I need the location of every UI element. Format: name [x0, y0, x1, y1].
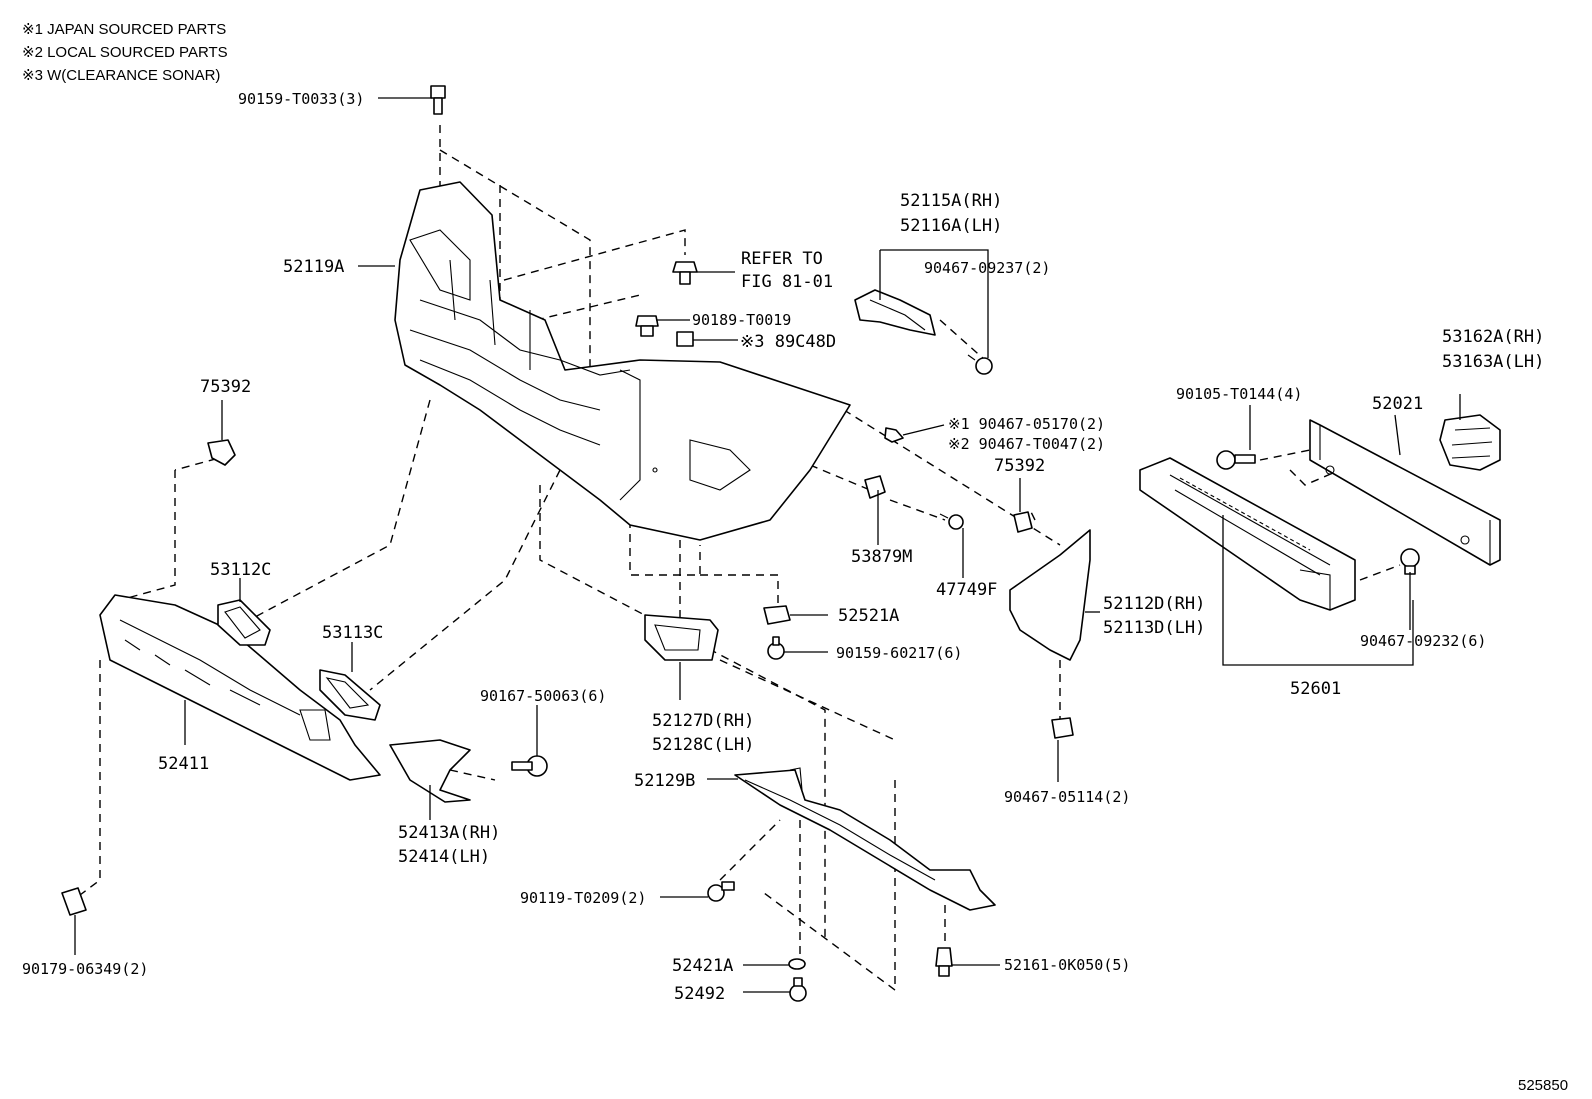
label-52115A: 52115A(RH): [900, 191, 1002, 211]
lower-absorber-52411: [99, 594, 381, 781]
part-labels: 90159-T0033(3) 52119A REFER TO FIG 81-01…: [22, 90, 1568, 1094]
screw-90467-09237: [967, 354, 993, 375]
label-52127D: 52127D(RH): [652, 711, 754, 731]
label-90159-T0033: 90159-T0033(3): [238, 90, 364, 108]
clip-52161-0K050: [935, 947, 953, 977]
washer-52421A: [788, 958, 806, 970]
nut-52521A: [763, 605, 791, 625]
label-90467-09232: 90467-09232(6): [1360, 632, 1486, 650]
clip-refer-fig: [672, 261, 698, 285]
label-47749F: 47749F: [936, 580, 997, 600]
label-90119-T0209: 90119-T0209(2): [520, 889, 646, 907]
assembly-dashed-lines: [79, 125, 1401, 992]
label-52119A: 52119A: [283, 257, 344, 277]
label-52411: 52411: [158, 754, 209, 774]
cover-52413A: [389, 739, 471, 803]
screw-47749F: [939, 513, 964, 530]
bracket-52115A: [854, 289, 936, 336]
label-refer-to: REFER TO: [741, 249, 823, 269]
bolt-90159-60217: [767, 636, 785, 660]
clip-53879M: [864, 475, 886, 499]
bracket-53162A: [1439, 414, 1501, 471]
clip-90189-T0019: [635, 315, 659, 337]
label-90467-09237: 90467-09237(2): [924, 259, 1050, 277]
clip-75392-right: [1013, 511, 1033, 533]
side-retainer-52112D: [1009, 529, 1091, 661]
label-53113C: 53113C: [322, 623, 383, 643]
sensor-89C48D: [676, 331, 694, 347]
label-90159-60217: 90159-60217(6): [836, 644, 962, 662]
bolt-90467-09232: [1400, 548, 1420, 575]
label-52161-0K050: 52161-0K050(5): [1004, 956, 1130, 974]
label-52414: 52414(LH): [398, 847, 490, 867]
under-cover-52129B: [734, 767, 996, 911]
label-89C48D: ※3 89C48D: [740, 332, 836, 352]
extension-52127D: [644, 614, 719, 661]
reinforcement-52021: [1309, 419, 1501, 566]
note-local-sourced: ※2 LOCAL SOURCED PARTS: [22, 44, 228, 61]
label-52113D: 52113D(LH): [1103, 618, 1205, 638]
clip-90467-05114: [1051, 717, 1074, 739]
label-52112D: 52112D(RH): [1103, 594, 1205, 614]
bolt-90159-T0033: [430, 85, 446, 115]
figure-number: 525850: [1518, 1077, 1568, 1094]
label-52116A: 52116A(LH): [900, 216, 1002, 236]
label-fig-81-01: FIG 81-01: [741, 272, 833, 292]
clip-75392-left: [207, 439, 236, 466]
label-90179-06349: 90179-06349(2): [22, 960, 148, 978]
reinforcement-52601: [1139, 457, 1356, 611]
leader-lines: [74, 97, 1461, 993]
label-90467-05114: 90467-05114(2): [1004, 788, 1130, 806]
label-53163A: 53163A(LH): [1442, 352, 1544, 372]
label-52413A: 52413A(RH): [398, 823, 500, 843]
label-90167-50063: 90167-50063(6): [480, 687, 606, 705]
label-52492: 52492: [674, 984, 725, 1004]
bumper-reinforcement-52119A: [394, 181, 851, 541]
fasteners: [61, 85, 1420, 1002]
label-53162A: 53162A(RH): [1442, 327, 1544, 347]
label-52521A: 52521A: [838, 606, 899, 626]
clip-90467-05170: [884, 427, 904, 443]
label-52601: 52601: [1290, 679, 1341, 699]
garnish-53113C: [319, 669, 381, 721]
label-52021: 52021: [1372, 394, 1423, 414]
label-52129B: 52129B: [634, 771, 695, 791]
label-75392-right: 75392: [994, 456, 1045, 476]
note-japan-sourced: ※1 JAPAN SOURCED PARTS: [22, 21, 226, 38]
label-90105-T0144: 90105-T0144(4): [1176, 385, 1302, 403]
label-90467-T0047: ※2 90467-T0047(2): [948, 435, 1105, 453]
label-75392-left: 75392: [200, 377, 251, 397]
label-53879M: 53879M: [851, 547, 912, 567]
label-90189-T0019: 90189-T0019: [692, 311, 791, 329]
note-clearance-sonar: ※3 W(CLEARANCE SONAR): [22, 67, 220, 84]
bolt-90119-T0209: [707, 881, 735, 902]
label-90467-05170: ※1 90467-05170(2): [948, 415, 1105, 433]
bolt-52492: [789, 977, 807, 1002]
nut-90179-06349: [61, 887, 87, 916]
label-52128C: 52128C(LH): [652, 735, 754, 755]
label-53112C: 53112C: [210, 560, 271, 580]
notes-legend: ※1 JAPAN SOURCED PARTS ※2 LOCAL SOURCED …: [22, 21, 228, 84]
bolt-90167-50063: [511, 755, 548, 777]
label-52421A: 52421A: [672, 956, 733, 976]
bolt-90105-T0144: [1216, 450, 1256, 470]
